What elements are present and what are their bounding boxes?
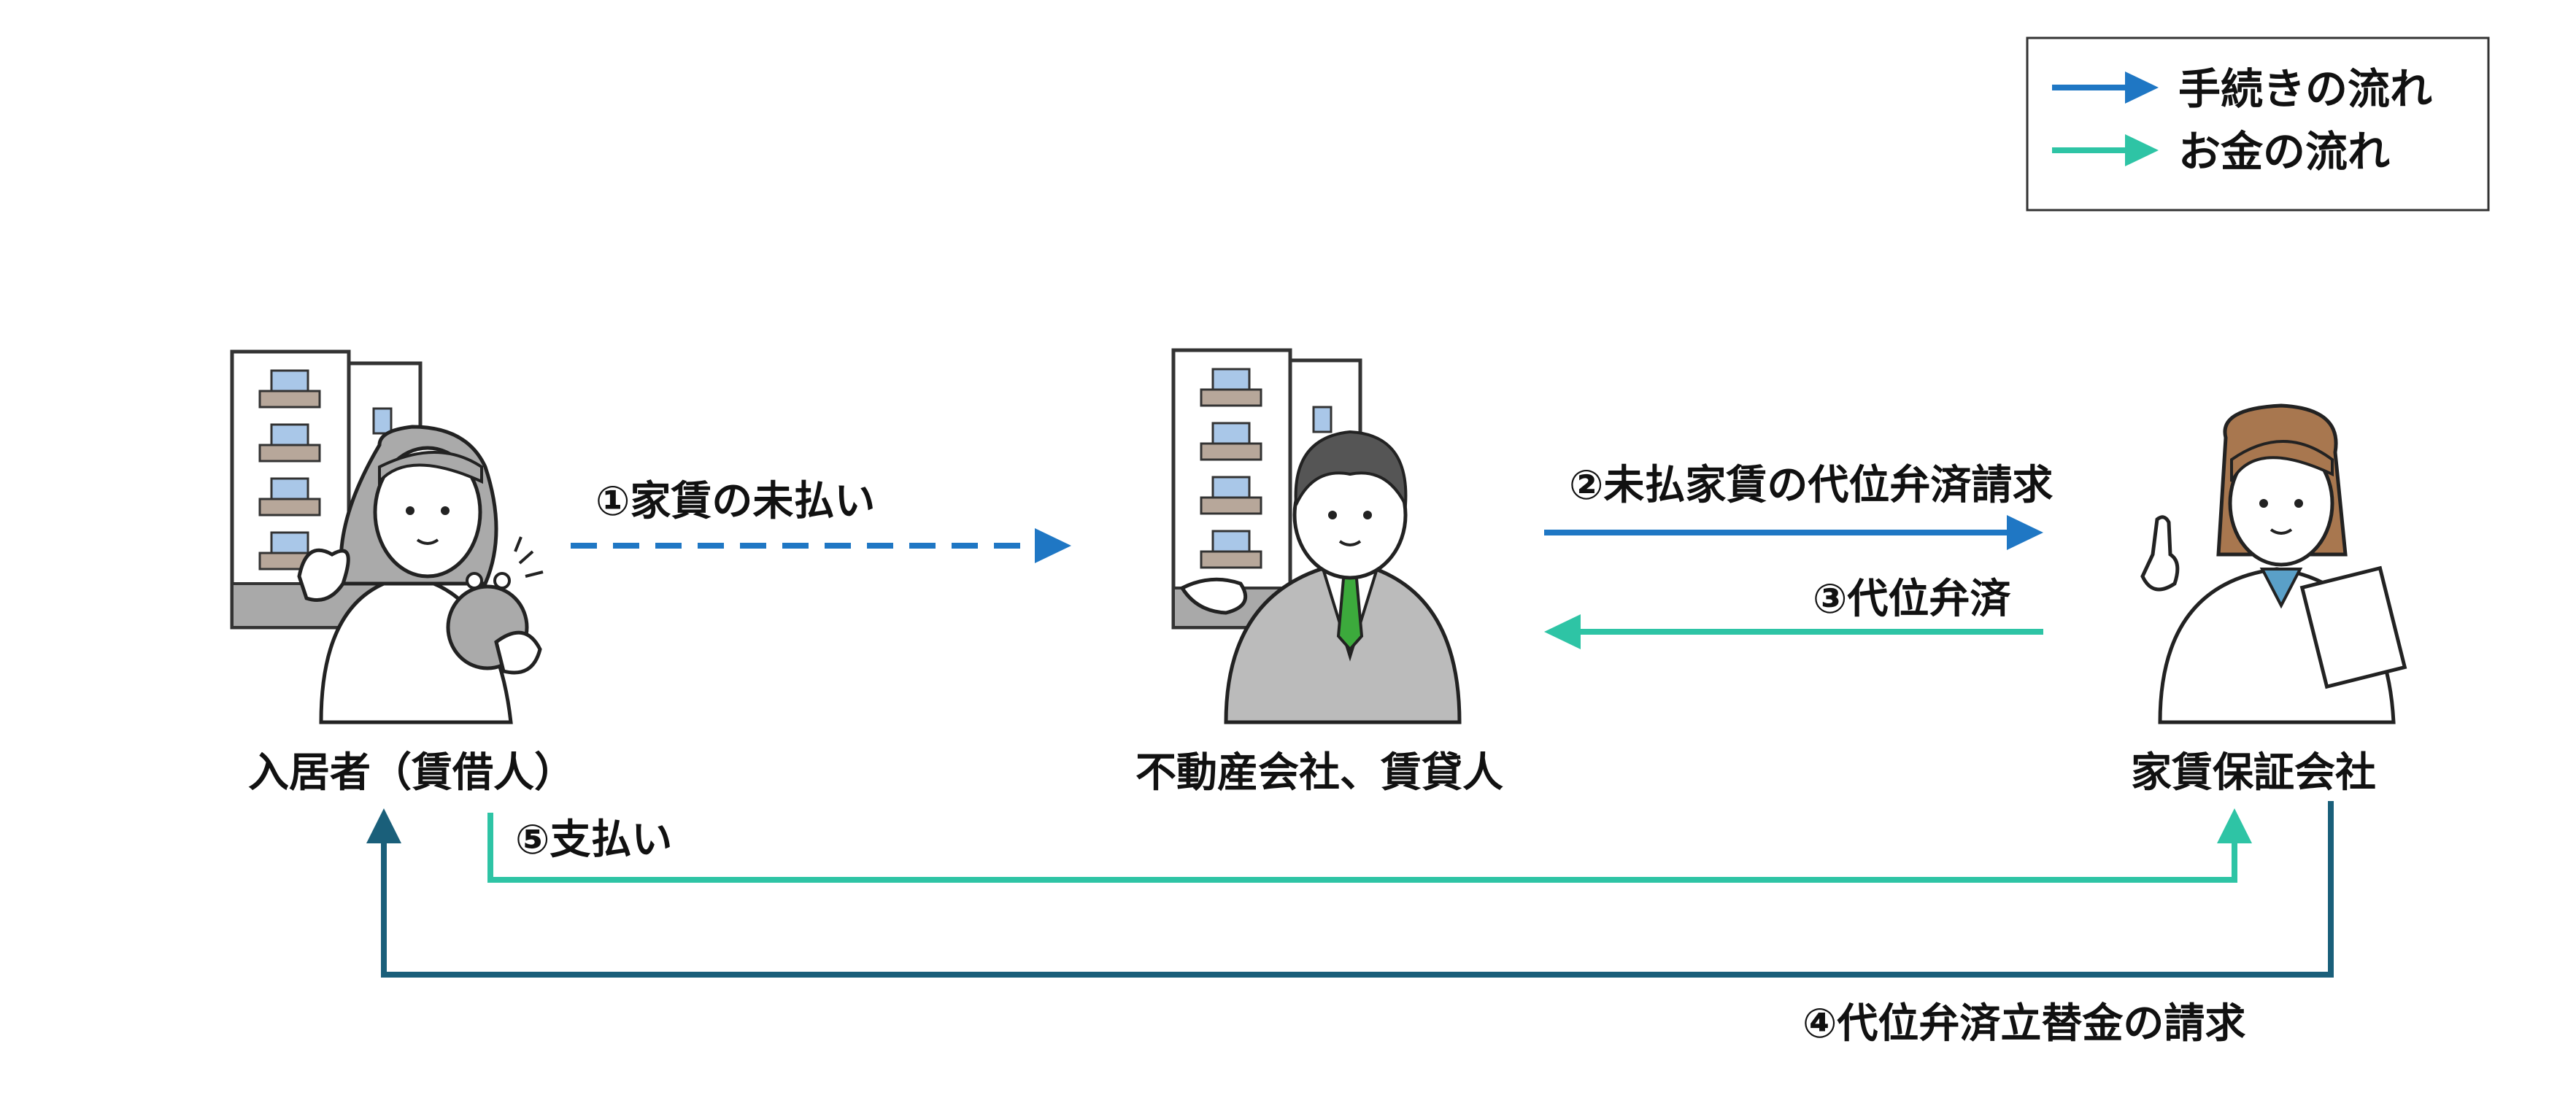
flow-step4-label: ④代位弁済立替金の請求	[1802, 1000, 2245, 1048]
flow-step2-label: ②未払家賃の代位弁済請求	[1569, 462, 2053, 509]
legend-money-label: お金の流れ	[2178, 127, 2390, 177]
guarantor-label: 家賃保証会社	[2131, 749, 2376, 797]
landlord-label: 不動産会社、賃貸人	[1135, 749, 1503, 797]
flow-step4-arrow	[366, 801, 2334, 978]
tenant-building-windows	[258, 369, 321, 570]
legend-box	[2026, 36, 2490, 212]
flow-step1-arrow	[571, 528, 1071, 563]
legend: 手続きの流れ お金の流れ	[2026, 36, 2490, 212]
guarantor-illustration	[2140, 403, 2407, 724]
tenant-illustration	[230, 349, 544, 724]
landlord-illustration	[1171, 348, 1462, 724]
landlord-building-windows	[1200, 368, 1262, 569]
flow-step3-label: ③代位弁済	[1813, 576, 2011, 623]
tenant-label: 入居者（賃借人）	[248, 749, 575, 797]
legend-procedure-label: 手続きの流れ	[2178, 64, 2432, 114]
legend-money-arrowhead	[2125, 134, 2159, 166]
flow-step5-arrow	[487, 808, 2252, 883]
flow-step5-label: ⑤支払い	[515, 816, 672, 864]
flow-step2-arrow	[1544, 515, 2043, 550]
flow-step1-label: ①家賃の未払い	[595, 478, 875, 525]
legend-procedure-arrowhead	[2125, 71, 2159, 104]
flow-step3-arrow	[1544, 614, 2043, 649]
